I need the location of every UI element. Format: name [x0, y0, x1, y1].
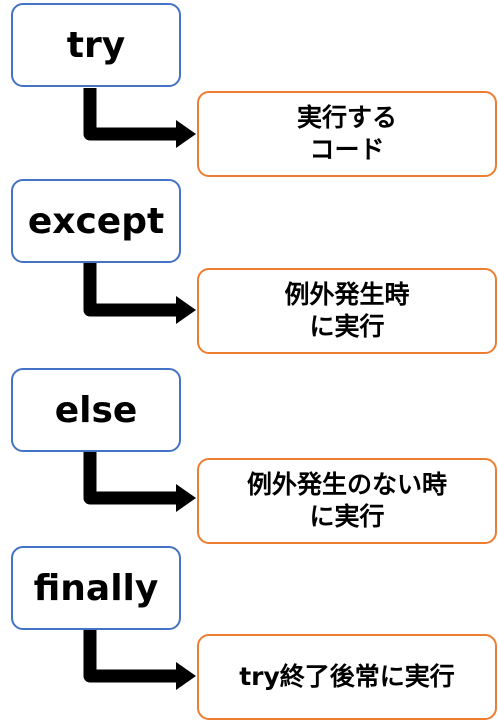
arrow-try: [83, 88, 196, 148]
else-keyword-label: else: [54, 389, 138, 431]
try-keyword-label: try: [66, 24, 126, 66]
else-description-box: 例外発生のない時 に実行: [197, 458, 497, 544]
except-keyword-label: except: [27, 200, 165, 242]
finally-keyword-label: finally: [33, 567, 159, 609]
else-description-line-1: 例外発生のない時: [246, 469, 447, 499]
try-description-box: 実行する コード: [197, 91, 497, 177]
finally-keyword-box: finally: [11, 546, 181, 630]
else-keyword-box: else: [11, 368, 181, 452]
except-description-line-2: に実行: [309, 312, 385, 341]
arrow-finally: [83, 630, 196, 690]
try-description-line-1: 実行する: [296, 102, 397, 132]
arrow-else: [83, 452, 196, 512]
except-description-line-1: 例外発生時: [284, 279, 410, 309]
else-description-line-2: に実行: [309, 502, 385, 531]
try-description-line-2: コード: [309, 135, 385, 164]
arrow-except: [83, 262, 196, 324]
finally-description-line-1: try終了後常に実行: [239, 661, 455, 691]
except-keyword-box: except: [11, 179, 181, 263]
try-keyword-box: try: [11, 3, 181, 87]
finally-description-box: try終了後常に実行: [197, 634, 497, 720]
except-description-box: 例外発生時 に実行: [197, 268, 497, 354]
